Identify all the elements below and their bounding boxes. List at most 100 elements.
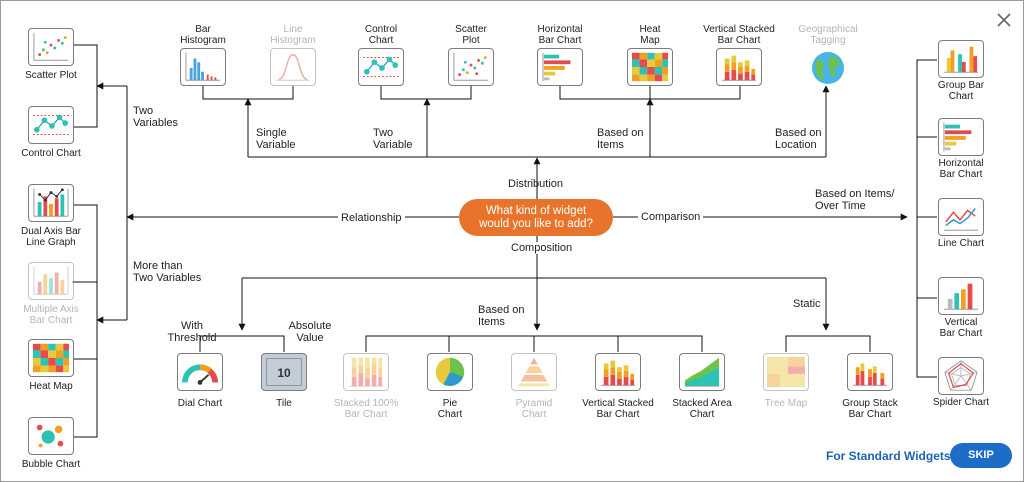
widget-label: Spider Chart — [932, 397, 990, 408]
widget-heat-map-left[interactable]: Heat Map — [11, 339, 91, 394]
close-icon[interactable] — [994, 10, 1014, 30]
skip-button[interactable]: SKIP — [950, 443, 1012, 468]
pie-chart-icon — [427, 353, 473, 391]
line-histogram-icon — [270, 48, 316, 86]
heat-map-icon — [627, 48, 673, 86]
vertical-bar-icon — [938, 277, 984, 315]
widget-label: Line Chart — [937, 238, 985, 249]
widget-label: Heat Map — [29, 381, 73, 392]
category-composition[interactable]: Composition — [511, 242, 573, 254]
category-distribution[interactable]: Distribution — [508, 178, 564, 190]
widget-line-chart[interactable]: Line Chart — [921, 198, 1001, 252]
widget-label: Scatter Plot — [25, 70, 77, 81]
line-chart-icon — [938, 198, 984, 236]
stacked-100-icon — [343, 353, 389, 391]
standard-widgets-label: For Standard Widgets — [826, 449, 951, 463]
horizontal-bar-icon — [537, 48, 583, 86]
dual-axis-icon — [28, 184, 74, 222]
widget-prompt-button[interactable]: What kind of widget would you like to ad… — [459, 199, 613, 236]
label-static: Static — [793, 298, 821, 310]
scatter-plot-icon — [28, 28, 74, 66]
group-stack-icon — [847, 353, 893, 391]
widget-dial-chart[interactable]: Dial Chart — [160, 353, 240, 411]
widget-scatter-plot-left[interactable]: Scatter Plot — [11, 28, 91, 83]
tree-map-icon — [763, 353, 809, 391]
pyramid-chart-icon — [511, 353, 557, 391]
vertical-stacked-icon — [716, 48, 762, 86]
control-chart-icon — [358, 48, 404, 86]
stacked-area-icon — [679, 353, 725, 391]
bubble-chart-icon — [28, 417, 74, 455]
group-bar-icon — [938, 40, 984, 78]
category-relationship[interactable]: Relationship — [338, 212, 405, 224]
prompt-line-1: What kind of widget — [485, 205, 587, 217]
widget-label: Tree Map — [764, 398, 808, 409]
horizontal-bar-icon — [938, 118, 984, 156]
widget-label: Stacked 100%Bar Chart — [333, 398, 399, 420]
widget-label: Bubble Chart — [21, 459, 81, 470]
widget-bubble-chart[interactable]: Bubble Chart — [11, 417, 91, 472]
widget-spider-chart[interactable]: Spider Chart — [921, 357, 1001, 411]
widget-label: Tile — [276, 398, 292, 409]
tile-value: 10 — [266, 358, 302, 386]
widget-tile[interactable]: 10 Tile — [244, 353, 324, 411]
spider-chart-icon — [938, 357, 984, 395]
widget-label: Control Chart — [21, 148, 81, 159]
widget-tree-map: Tree Map — [746, 353, 826, 411]
scatter-plot-icon — [448, 48, 494, 86]
label-items-over-time: Based on Items/Over Time — [815, 188, 895, 212]
category-comparison[interactable]: Comparison — [638, 211, 704, 223]
widget-control-chart-left[interactable]: Control Chart — [11, 106, 91, 161]
tile-icon: 10 — [261, 353, 307, 391]
control-chart-icon — [28, 106, 74, 144]
prompt-line-2: would you like to add? — [479, 218, 593, 230]
widget-stacked-100: Stacked 100%Bar Chart — [326, 353, 406, 420]
heat-map-icon — [28, 339, 74, 377]
vertical-stacked-icon — [595, 353, 641, 391]
bar-histogram-icon — [180, 48, 226, 86]
